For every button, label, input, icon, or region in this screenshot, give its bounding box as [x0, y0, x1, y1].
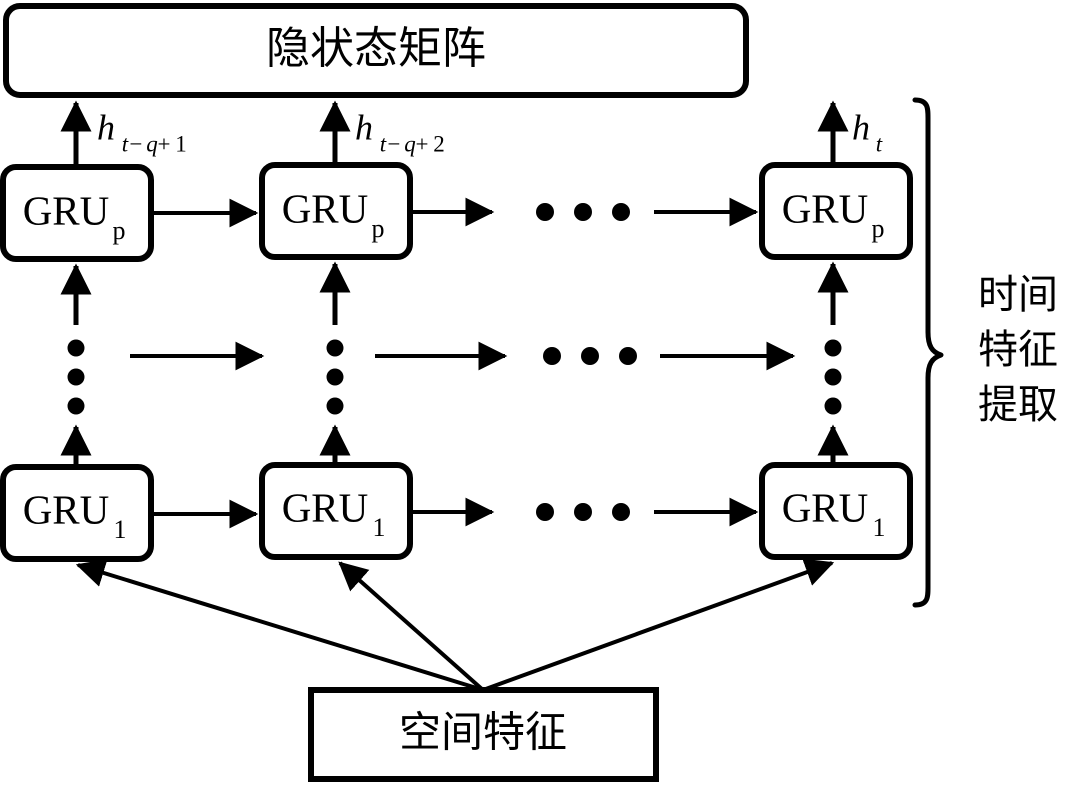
- gru-p-cell-3-subscript: p: [872, 214, 885, 243]
- gru-p-cell-1-label: GRU: [23, 187, 110, 233]
- gru-p-cell-1-subscript: p: [113, 216, 126, 245]
- spatial-feature-box: 空间特征: [308, 687, 659, 782]
- hidden-state-label-2-sub-plus: +: [416, 131, 429, 156]
- hidden-state-label-2-base: h: [355, 107, 373, 147]
- hidden-state-label-1-base: h: [97, 107, 115, 147]
- hidden-state-label-1-sub-q: q: [146, 131, 158, 156]
- gru-1-row-ellipsis: [536, 503, 630, 521]
- gru-p-cell-2-label: GRU: [282, 185, 369, 231]
- gru-1-cell-1-subscript: 1: [114, 515, 127, 544]
- vertical-dot-col-3-a: [824, 339, 842, 357]
- hidden-state-label-1-sub-plus: +: [158, 131, 171, 156]
- gru-p-cell-3: GRU p: [759, 162, 913, 260]
- vertical-dot-col-2-b: [326, 368, 344, 386]
- vertical-dot-col-2-a: [326, 339, 344, 357]
- vertical-dot-col-3-b: [824, 368, 842, 386]
- spatial-feature-label: 空间特征: [399, 710, 567, 757]
- vertical-dot-col-1-b: [67, 368, 85, 386]
- hidden-state-label-3-sub-t: t: [876, 131, 883, 156]
- vertical-stack-column-3: [817, 261, 849, 466]
- gru-p-cell-2: GRU p: [259, 162, 413, 260]
- hidden-state-arrow-group-3: h t: [817, 100, 883, 165]
- vertical-dot-col-3-c: [824, 397, 842, 415]
- hidden-state-matrix-box: 隐状态矩阵: [3, 3, 749, 98]
- gru-p-cell-3-label: GRU: [782, 185, 869, 231]
- temporal-feature-label-line-1: 时间: [978, 272, 1058, 317]
- gru-1-cell-2-subscript: 1: [373, 513, 386, 542]
- spatial-to-gru-1-cell-3: [482, 558, 835, 692]
- hidden-state-label-1-sub-t: t: [122, 131, 129, 156]
- spatial-feature-fanout: [75, 558, 835, 692]
- gru-1-cell-3-label: GRU: [782, 484, 869, 530]
- vertical-dot-col-1-c: [67, 397, 85, 415]
- hidden-state-label-2-sub-t: t: [380, 131, 387, 156]
- gru-1-cell-3-outline: [759, 462, 913, 560]
- vertical-stack-column-2: [319, 261, 351, 466]
- spatial-to-gru-1-cell-1: [75, 559, 484, 692]
- gru-1-cell-1: GRU 1: [0, 464, 154, 562]
- hidden-state-arrow-group-2: h t − q + 2: [319, 100, 445, 165]
- gru-p-row-ellipsis: [536, 203, 630, 221]
- hidden-state-label-3-base: h: [852, 107, 870, 147]
- hidden-state-label-2-sub-minus: −: [388, 131, 401, 156]
- gru-1-cell-1-label: GRU: [23, 486, 110, 532]
- gru-1-cell-2: GRU 1: [259, 462, 413, 560]
- spatial-feature-box-outline: [308, 687, 659, 782]
- vertical-dot-col-2-c: [326, 397, 344, 415]
- gru-p-cell-3-outline: [759, 162, 913, 260]
- hidden-state-arrow-group-1: h t − q + 1: [60, 100, 187, 167]
- gru-p-cell-2-subscript: p: [372, 214, 385, 243]
- hidden-state-label-2-sub-q: q: [404, 131, 416, 156]
- vertical-dot-col-1-a: [67, 339, 85, 357]
- hidden-state-matrix-label: 隐状态矩阵: [266, 24, 486, 73]
- hidden-state-label-1-sub-index: 1: [175, 131, 187, 156]
- gru-p-cell-1: GRU p: [0, 164, 154, 262]
- hidden-state-matrix-box-outline: [3, 3, 749, 98]
- gru-1-cell-3-subscript: 1: [873, 513, 886, 542]
- vertical-stack-column-1: [60, 263, 92, 466]
- gru-1-cell-3: GRU 1: [759, 462, 913, 560]
- temporal-feature-label-line-2: 特征: [978, 327, 1058, 372]
- temporal-feature-brace-path: [912, 97, 944, 608]
- temporal-feature-label-line-3: 提取: [978, 382, 1058, 427]
- gru-1-cell-2-label: GRU: [282, 484, 369, 530]
- spatial-to-gru-1-cell-2: [338, 561, 485, 692]
- hidden-state-label-2-sub-index: 2: [433, 131, 445, 156]
- middle-row-ellipsis: [543, 347, 637, 365]
- hidden-state-label-1-sub-minus: −: [130, 131, 143, 156]
- temporal-feature-brace: 时间 特征 提取: [912, 97, 1058, 608]
